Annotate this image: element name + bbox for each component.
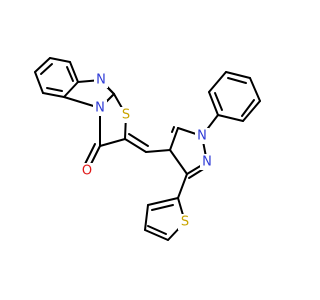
atom-s-thiophene: S — [178, 214, 192, 230]
svg-text:O: O — [82, 164, 92, 179]
molecule-diagram: N S N O N N S — [34, 57, 261, 241]
svg-text:S: S — [122, 108, 130, 123]
phenyl-ring — [201, 71, 261, 137]
benzo-ring — [34, 57, 79, 98]
atom-labels: N S N O N N S — [80, 72, 214, 230]
svg-text:N: N — [96, 73, 106, 88]
svg-text:N: N — [202, 155, 212, 170]
atom-o-carbonyl: O — [80, 163, 94, 179]
svg-text:N: N — [95, 101, 105, 116]
atom-n-benzimidazole-ring: N — [93, 100, 107, 116]
svg-text:N: N — [197, 129, 207, 144]
atom-n1-pyrazole: N — [195, 128, 209, 144]
thiophene-ring — [144, 173, 188, 241]
atom-n2-pyrazole: N — [200, 154, 214, 170]
atom-s-thiazole: S — [119, 107, 133, 123]
svg-text:S: S — [181, 215, 189, 230]
atom-n-benzimidazole-top: N — [94, 72, 108, 88]
methylidene-bridge — [124, 133, 171, 153]
molecule-canvas: N S N O N N S — [34, 57, 261, 241]
